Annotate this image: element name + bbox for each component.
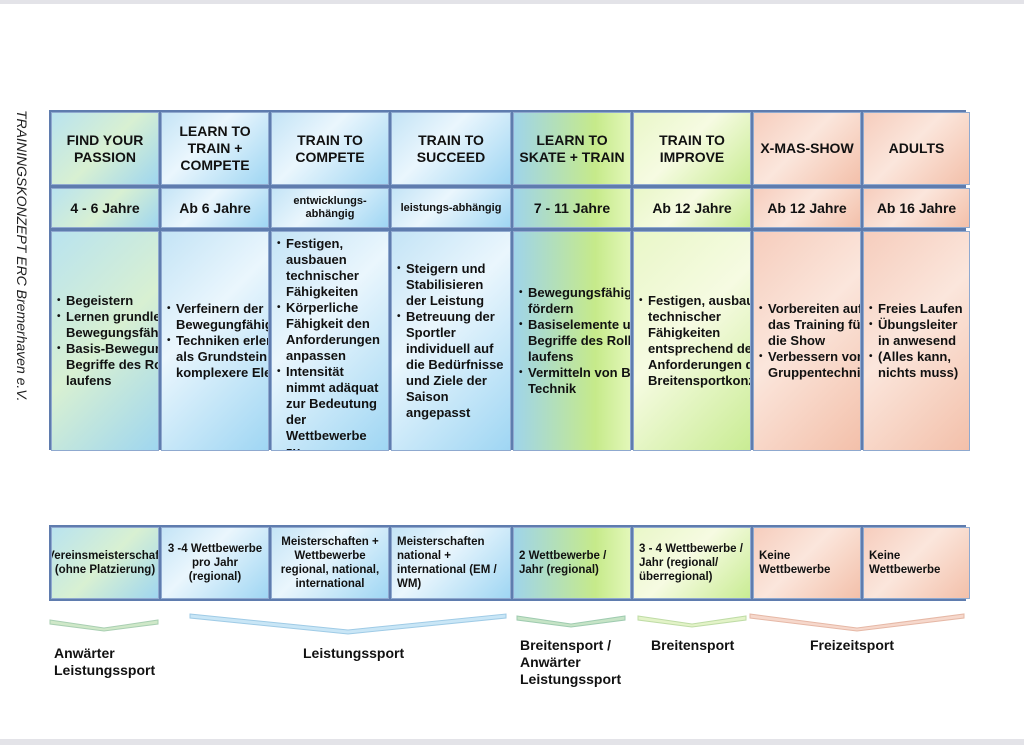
competition-train-to-compete: Meisterschaften + Wettbewerbe regional, … — [271, 527, 389, 599]
desc-learn-to-train-compete: Verfeinern der Bewegungfähigkeiten Techn… — [161, 231, 269, 451]
desc-train-to-succeed: Steigern und Stabilisieren der Leistung … — [391, 231, 511, 451]
header-train-to-succeed: TRAIN TO SUCCEED — [391, 112, 511, 185]
desc-learn-to-skate-train: Bewegungsfähigkeiten fördern Basiselemen… — [513, 231, 631, 451]
desc-item: Vorbereiten auf das Training für die Sho… — [759, 301, 860, 349]
desc-item: (Alles kann, nichts muss) — [869, 349, 965, 381]
age-adults: Ab 16 Jahre — [863, 188, 970, 228]
desc-item: Übungsleiter in anwesend — [869, 317, 965, 349]
competition-learn-to-skate-train: 2 Wettbewerbe / Jahr (regional) — [513, 527, 631, 599]
desc-train-to-compete: Festigen, ausbauen technischer Fähigkeit… — [271, 231, 389, 451]
age-train-to-improve: Ab 12 Jahre — [633, 188, 751, 228]
header-adults: ADULTS — [863, 112, 970, 185]
age-train-to-succeed: leistungs-abhängig — [391, 188, 511, 228]
desc-item: Festigen, ausbauen technischer Fähigkeit… — [277, 236, 384, 300]
top-band — [0, 0, 1024, 4]
header-x-mas-show: X-MAS-SHOW — [753, 112, 861, 185]
desc-item: Freies Laufen — [869, 301, 965, 317]
desc-item: Betreuung der Sportler individuell auf d… — [397, 309, 506, 421]
desc-item: Lernen grundlegen der Bewegungsfähigkeit… — [57, 309, 158, 341]
category-anwaerter-leistungssport: Anwärter Leistungssport — [54, 645, 156, 678]
competition-learn-to-train-compete: 3 -4 Wettbewerbe pro Jahr (regional) — [161, 527, 269, 599]
competition-find-your-passion: Vereinsmeisterschaft (ohne Platzierung) — [51, 527, 159, 599]
header-learn-to-skate-train: LEARN TO SKATE + TRAIN — [513, 112, 631, 185]
age-find-your-passion: 4 - 6 Jahre — [51, 188, 159, 228]
desc-item: Verbessern von Gruppentechniken — [759, 349, 860, 381]
desc-item: Intensität nimmt adäquat zur Bedeutung d… — [277, 364, 384, 450]
desc-item: Bewegungsfähigkeiten fördern — [519, 285, 630, 317]
category-leistungssport: Leistungssport — [303, 645, 405, 661]
age-train-to-compete: entwicklungs-abhängig — [271, 188, 389, 228]
desc-item: Techniken erlernen als Grundstein für ko… — [167, 333, 268, 381]
desc-item: Festigen, ausbauen technischer Fähigkeit… — [639, 293, 750, 389]
age-learn-to-skate-train: 7 - 11 Jahre — [513, 188, 631, 228]
competition-x-mas-show: Keine Wettbewerbe — [753, 527, 861, 599]
header-train-to-compete: TRAIN TO COMPETE — [271, 112, 389, 185]
desc-item: Vermitteln von Basis-Technik — [519, 365, 630, 397]
competition-train-to-improve: 3 - 4 Wettbewerbe / Jahr (regional/ über… — [633, 527, 751, 599]
desc-item: Verfeinern der Bewegungfähigkeiten — [167, 301, 268, 333]
brace-anwaerter — [49, 619, 159, 632]
header-train-to-improve: TRAIN TO IMPROVE — [633, 112, 751, 185]
side-title: TRAININGSKONZEPT ERC Bremerhaven e.V. — [14, 110, 30, 402]
desc-item: Basis-Bewegungen + Begriffe des Rollkuns… — [57, 341, 158, 389]
desc-find-your-passion: Begeistern Lernen grundlegen der Bewegun… — [51, 231, 159, 451]
desc-item: Körperliche Fähigkeit den Anforderungen … — [277, 300, 384, 364]
desc-x-mas-show: Vorbereiten auf das Training für die Sho… — [753, 231, 861, 451]
header-find-your-passion: FIND YOUR PASSION — [51, 112, 159, 185]
desc-adults: Freies Laufen Übungsleiter in anwesend (… — [863, 231, 970, 451]
desc-item: Begeistern — [57, 293, 158, 309]
brace-breiten-anwaerter — [516, 615, 626, 628]
competitions-row: Vereinsmeisterschaft (ohne Platzierung) … — [49, 525, 970, 601]
header-learn-to-train-compete: LEARN TO TRAIN + COMPETE — [161, 112, 269, 185]
category-breitensport-anwaerter: Breitensport / Anwärter Leistungssport — [520, 637, 622, 687]
bottom-band — [0, 739, 1024, 745]
brace-leistungssport — [189, 613, 507, 635]
desc-item: Basiselemente und Begriffe des Rollkunst… — [519, 317, 630, 365]
category-freizeitsport: Freizeitsport — [810, 637, 895, 653]
age-x-mas-show: Ab 12 Jahre — [753, 188, 861, 228]
competition-train-to-succeed: Meisterschaften national + international… — [391, 527, 511, 599]
age-learn-to-train-compete: Ab 6 Jahre — [161, 188, 269, 228]
brace-freizeitsport — [749, 613, 965, 632]
desc-item: Steigern und Stabilisieren der Leistung — [397, 261, 506, 309]
competition-adults: Keine Wettbewerbe — [863, 527, 970, 599]
brace-breitensport — [637, 615, 747, 628]
training-concept-table: FIND YOUR PASSION LEARN TO TRAIN + COMPE… — [49, 110, 970, 451]
category-breitensport: Breitensport — [651, 637, 735, 653]
desc-train-to-improve: Festigen, ausbauen technischer Fähigkeit… — [633, 231, 751, 451]
